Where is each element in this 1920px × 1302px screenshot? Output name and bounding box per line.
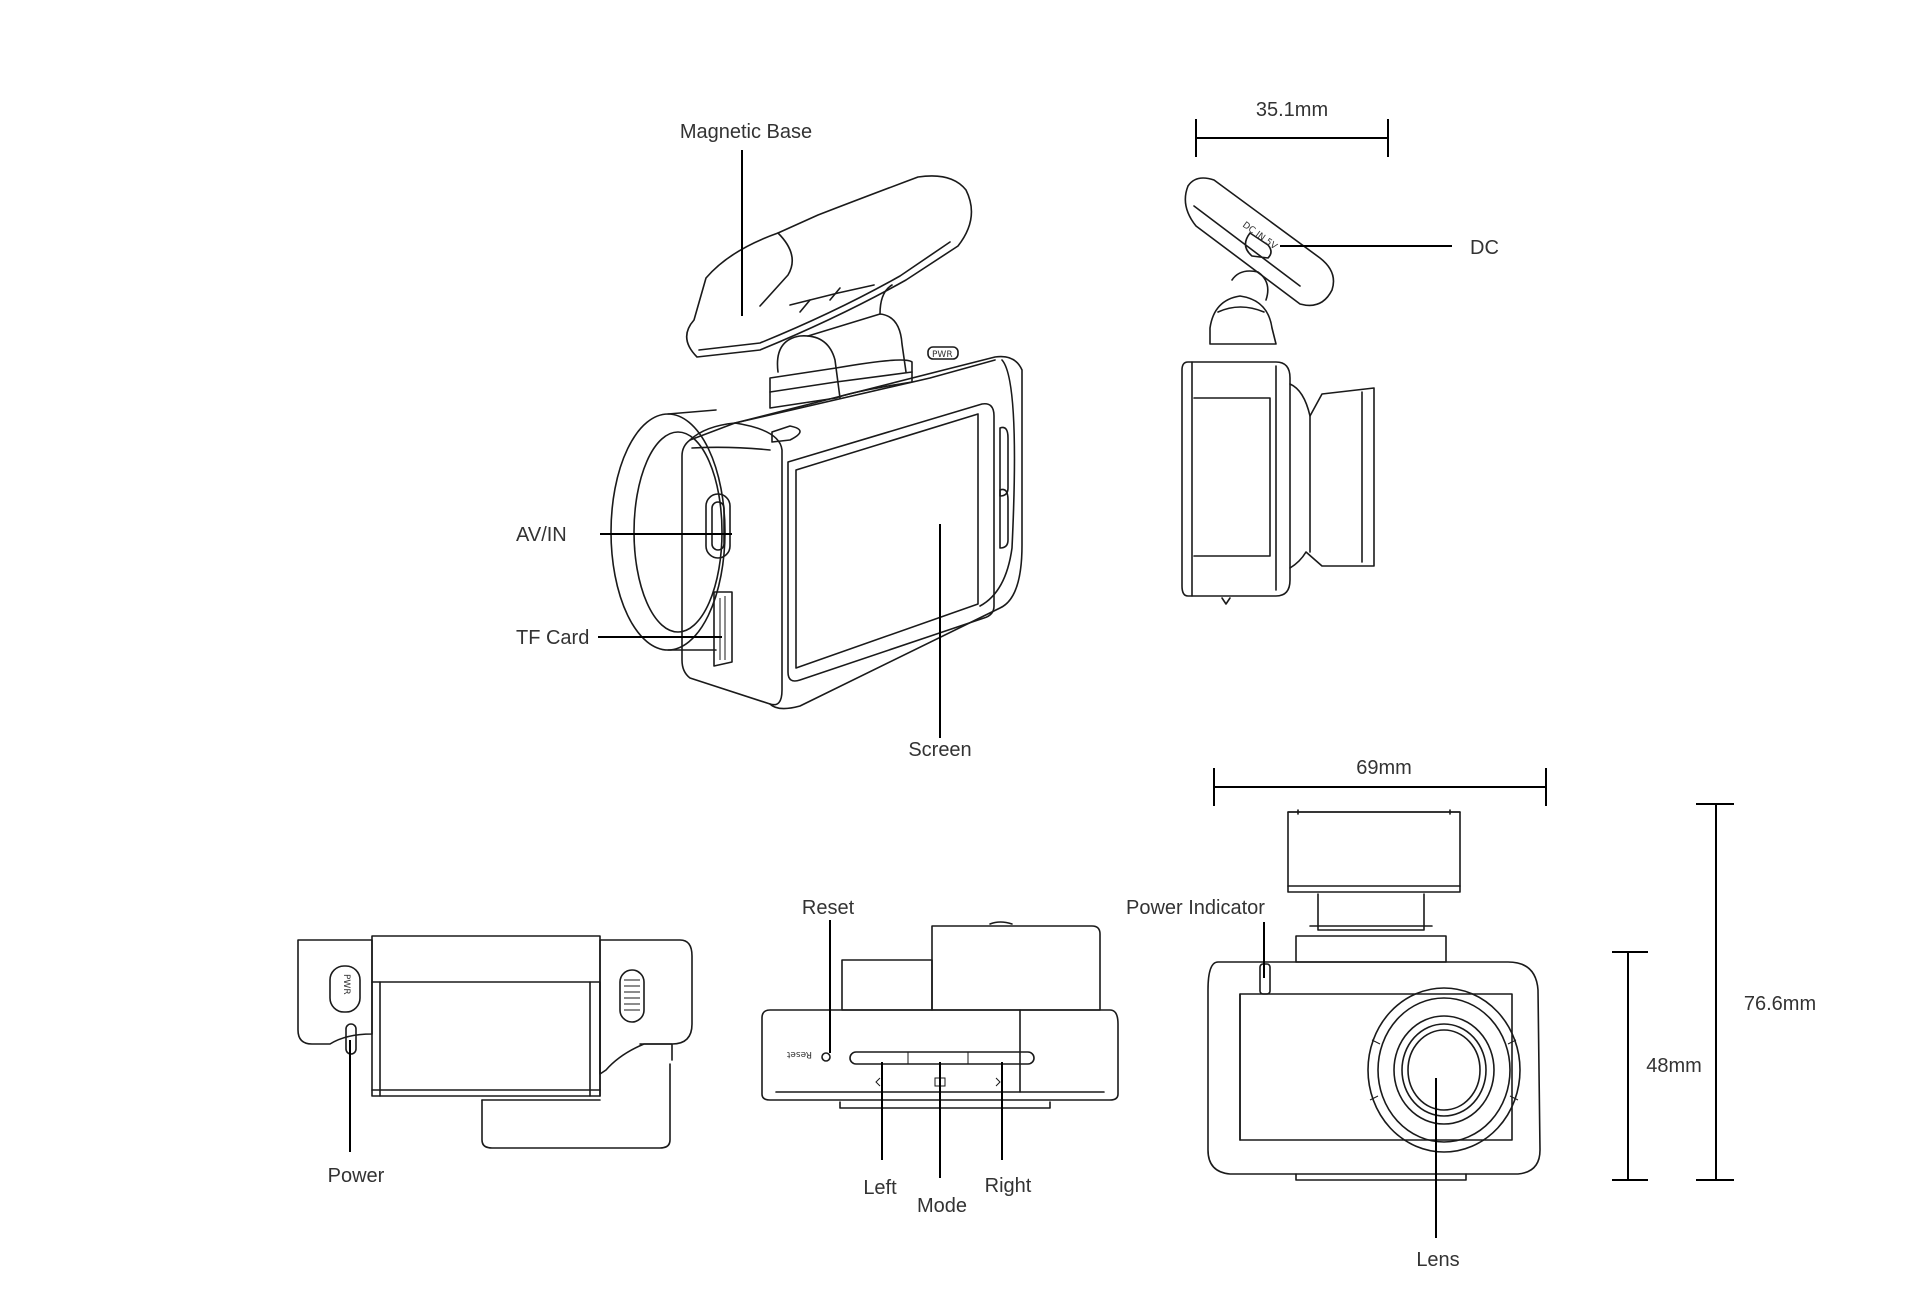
label-power: Power: [328, 1165, 385, 1187]
label-screen: Screen: [908, 739, 971, 761]
reset-imprint: Reset: [786, 1049, 812, 1059]
label-power-indicator: Power Indicator: [1126, 897, 1265, 919]
label-tf-card: TF Card: [516, 627, 589, 649]
camera-body-drawing: [681, 355, 1023, 710]
lens-barrel-drawing: [610, 409, 726, 651]
av-port-drawing: [705, 493, 731, 559]
reset-hole-drawing: Reset: [786, 1049, 831, 1062]
label-magnetic-base: Magnetic Base: [680, 121, 812, 143]
power-button-imprint: PWR: [341, 974, 351, 995]
dim-body-height: 48mm: [1646, 1055, 1702, 1077]
label-av-in: AV/IN: [516, 524, 567, 546]
perspective-view: PWR: [610, 175, 1023, 710]
dim-width: 69mm: [1356, 757, 1412, 779]
mount-joint-drawing: [769, 284, 913, 409]
bottom-buttons-drawing: [849, 1051, 1035, 1087]
top-view: PWR: [297, 935, 693, 1149]
side-body-drawing: [1181, 361, 1375, 605]
side-view: DC IN 5V: [1181, 177, 1375, 605]
front-body-drawing: [1207, 961, 1541, 1181]
tf-slot-drawing: [713, 591, 733, 667]
label-reset: Reset: [802, 897, 855, 919]
labels: Magnetic Base AV/IN TF Card Screen DC Po…: [328, 121, 1499, 1271]
dimension-labels: 35.1mm 69mm 48mm 76.6mm: [1256, 99, 1816, 1077]
dimension-lines: [1195, 119, 1734, 1181]
magnetic-base-drawing: [685, 175, 973, 358]
front-view: [1207, 809, 1541, 1181]
label-lens: Lens: [1416, 1249, 1459, 1271]
top-button-drawing: PWR: [927, 346, 959, 360]
side-mount-drawing: DC IN 5V: [1184, 177, 1335, 345]
label-dc: DC: [1470, 237, 1499, 259]
leader-lines: [349, 150, 1452, 1238]
label-mode: Mode: [917, 1195, 967, 1217]
dim-total-height: 76.6mm: [1744, 993, 1816, 1015]
front-lens-drawing: [1367, 987, 1521, 1153]
label-right: Right: [985, 1175, 1032, 1197]
label-left: Left: [863, 1177, 897, 1199]
top-button-imprint: PWR: [932, 350, 953, 360]
bottom-view: Reset: [761, 921, 1119, 1109]
screen-drawing: [787, 402, 995, 682]
top-body-drawing: [297, 935, 693, 1149]
front-mount-drawing: [1287, 809, 1461, 963]
side-buttons-drawing: [999, 426, 1009, 549]
dim-side-depth: 35.1mm: [1256, 99, 1328, 121]
bottom-body-drawing: [761, 921, 1119, 1109]
